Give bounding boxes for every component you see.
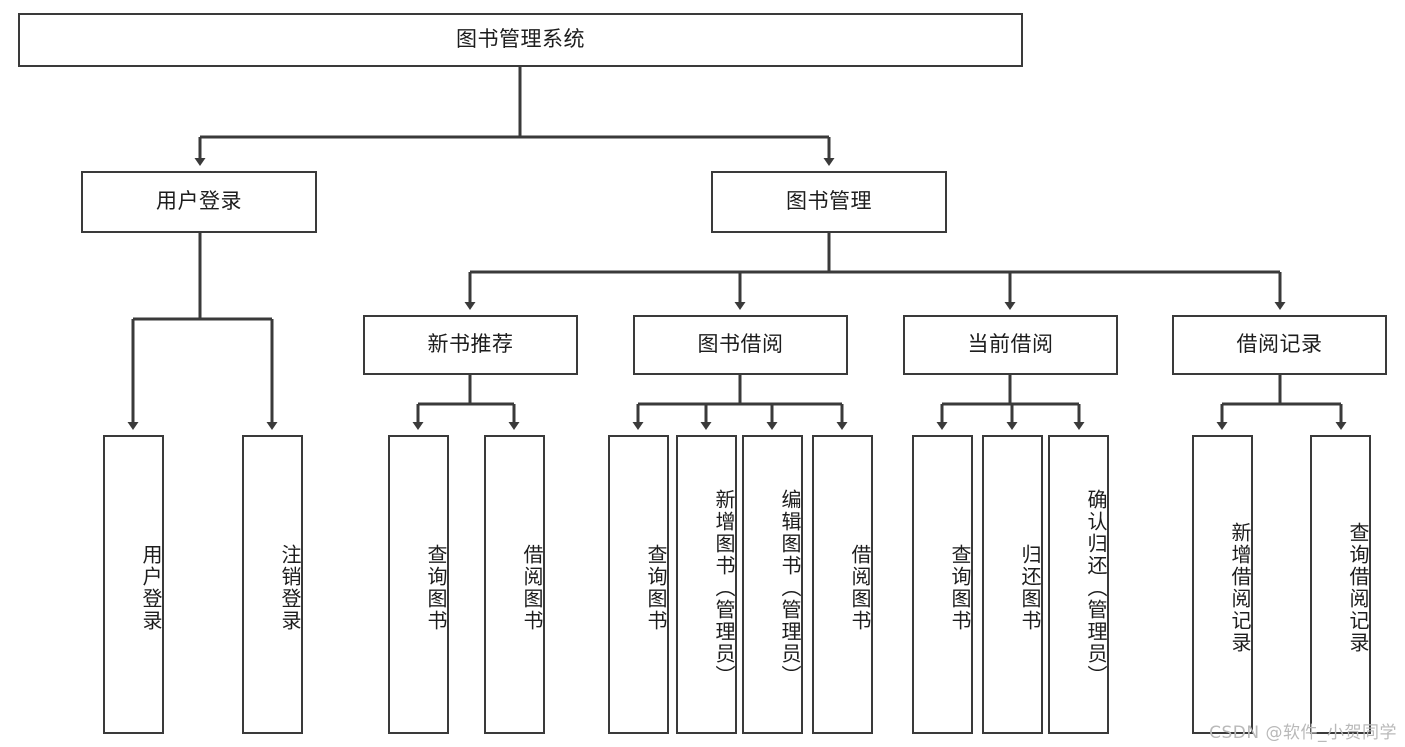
leaf-query-book-recommend[interactable]: 查询图书 — [388, 435, 449, 734]
leaf-query-book-recommend-label: 查询图书 — [424, 543, 448, 632]
node-new-book-recommend[interactable]: 新书推荐 — [363, 315, 578, 375]
watermark: CSDN @软件_小贺同学 — [1209, 723, 1397, 743]
node-new-book-recommend-label: 新书推荐 — [427, 332, 514, 357]
leaf-borrow-book-recommend-label: 借阅图书 — [520, 543, 544, 632]
leaf-logout-label: 注销登录 — [278, 543, 302, 632]
leaf-add-book-admin[interactable]: 新增图书（管理员） — [676, 435, 737, 734]
leaf-return-book[interactable]: 归还图书 — [982, 435, 1043, 734]
node-book-borrow[interactable]: 图书借阅 — [633, 315, 848, 375]
leaf-borrow-book-label: 借阅图书 — [848, 543, 872, 632]
leaf-edit-book-admin[interactable]: 编辑图书（管理员） — [742, 435, 803, 734]
leaf-query-book-current[interactable]: 查询图书 — [912, 435, 973, 734]
leaf-query-borrow-record-label: 查询借阅记录 — [1346, 521, 1370, 654]
leaf-return-book-label: 归还图书 — [1018, 543, 1042, 632]
leaf-user-login[interactable]: 用户登录 — [103, 435, 164, 734]
node-book-borrow-label: 图书借阅 — [697, 332, 784, 357]
leaf-edit-book-admin-label: 编辑图书（管理员） — [778, 488, 802, 687]
leaf-add-book-admin-label: 新增图书（管理员） — [712, 488, 736, 687]
node-root[interactable]: 图书管理系统 — [18, 13, 1023, 67]
node-current-borrow-label: 当前借阅 — [967, 332, 1054, 357]
leaf-add-borrow-record[interactable]: 新增借阅记录 — [1192, 435, 1253, 734]
node-book-management-label: 图书管理 — [786, 189, 872, 214]
node-book-management[interactable]: 图书管理 — [711, 171, 947, 233]
node-current-borrow[interactable]: 当前借阅 — [903, 315, 1118, 375]
leaf-logout[interactable]: 注销登录 — [242, 435, 303, 734]
node-user-login-label: 用户登录 — [156, 189, 242, 214]
node-borrow-record[interactable]: 借阅记录 — [1172, 315, 1387, 375]
leaf-borrow-book-recommend[interactable]: 借阅图书 — [484, 435, 545, 734]
leaf-borrow-book[interactable]: 借阅图书 — [812, 435, 873, 734]
leaf-query-book-borrow[interactable]: 查询图书 — [608, 435, 669, 734]
leaf-query-book-current-label: 查询图书 — [948, 543, 972, 632]
leaf-confirm-return-admin-label: 确认归还（管理员） — [1084, 488, 1108, 687]
leaf-query-borrow-record[interactable]: 查询借阅记录 — [1310, 435, 1371, 734]
leaf-query-book-borrow-label: 查询图书 — [644, 543, 668, 632]
node-borrow-record-label: 借阅记录 — [1236, 332, 1323, 357]
node-root-label: 图书管理系统 — [456, 27, 585, 52]
node-user-login[interactable]: 用户登录 — [81, 171, 317, 233]
leaf-confirm-return-admin[interactable]: 确认归还（管理员） — [1048, 435, 1109, 734]
leaf-user-login-label: 用户登录 — [139, 543, 163, 632]
leaf-add-borrow-record-label: 新增借阅记录 — [1228, 521, 1252, 654]
